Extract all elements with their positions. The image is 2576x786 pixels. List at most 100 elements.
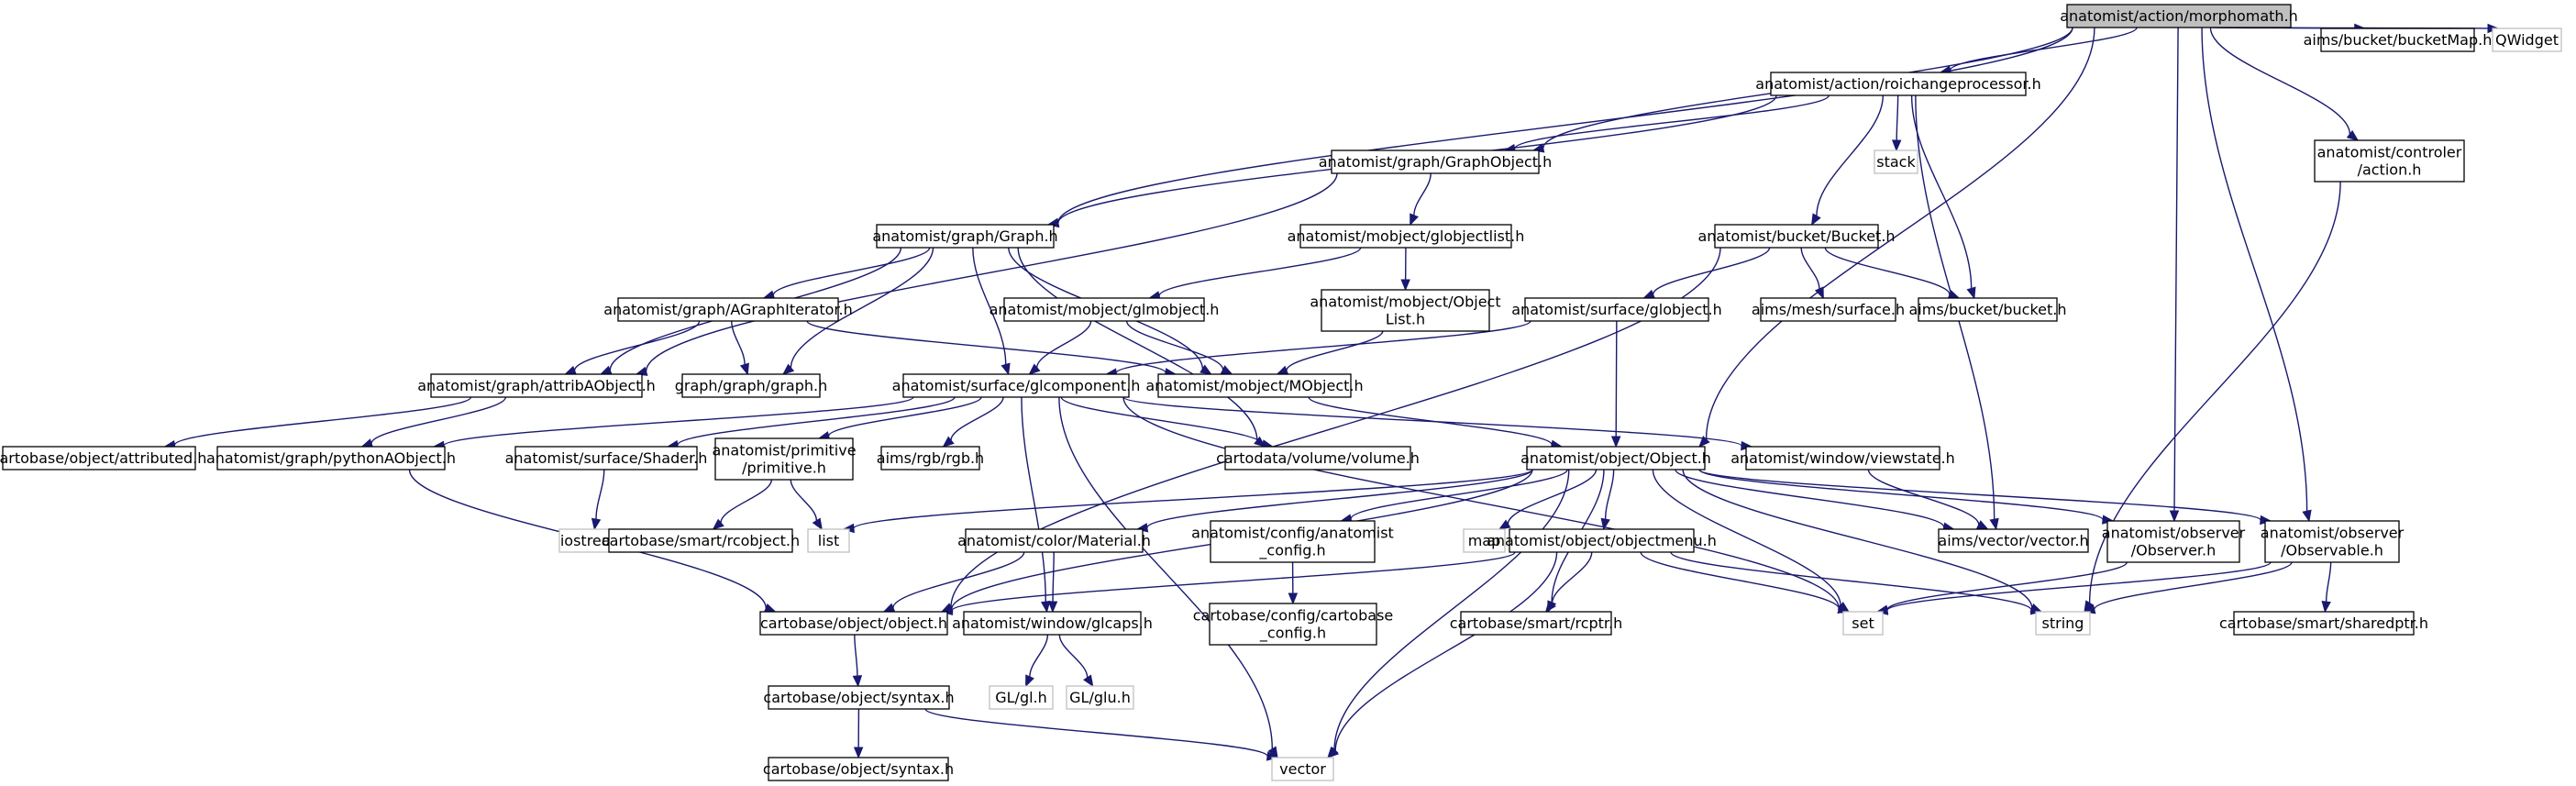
- node-glmobject[interactable]: anatomist/mobject/glmobject.h: [989, 297, 1220, 322]
- node-pythonaobject[interactable]: anatomist/graph/pythonAObject.h: [206, 446, 456, 470]
- arrowhead-icon: [782, 363, 795, 375]
- arrowhead-icon: [1276, 365, 1289, 375]
- node-box: [2106, 520, 2240, 563]
- edge-line: [1949, 27, 2138, 71]
- node-graph_h[interactable]: anatomist/graph/Graph.h: [872, 224, 1058, 249]
- edge-object_h-to-observer: [1698, 469, 2115, 525]
- node-box: [1745, 446, 1940, 470]
- node-box: [768, 685, 950, 710]
- node-mesh_surface[interactable]: aims/mesh/surface.h: [1752, 297, 1905, 322]
- node-box: [759, 611, 948, 636]
- node-box: [514, 446, 698, 470]
- node-roichange[interactable]: anatomist/action/roichangeprocessor.h: [1755, 72, 2041, 96]
- edge-glcomponent-to-vector: [1058, 396, 1278, 759]
- edge-morphomath-to-controler_action: [2209, 27, 2360, 141]
- node-observer[interactable]: anatomist/observer/Observer.h: [2102, 520, 2246, 563]
- node-label: anatomist/object/Object.h: [1520, 449, 1711, 467]
- arrowhead-icon: [853, 747, 864, 759]
- node-label: set: [1852, 614, 1874, 632]
- node-material[interactable]: anatomist/color/Material.h: [957, 528, 1151, 553]
- edge-line: [1036, 320, 1092, 368]
- edge-graph_h-to-agraphiterator: [762, 247, 931, 300]
- node-label: cartobase/smart/rcobject.h: [602, 532, 800, 549]
- node-rgb[interactable]: aims/rgb/rgb.h: [877, 446, 984, 470]
- node-label: anatomist/color/Material.h: [957, 532, 1151, 549]
- node-box: [876, 224, 1055, 249]
- node-viewstate[interactable]: anatomist/window/viewstate.h: [1730, 446, 1955, 470]
- edge-line: [1146, 469, 1533, 528]
- edge-glcomponent-to-viewstate: [1122, 396, 1753, 451]
- node-object_object[interactable]: cartobase/object/object.h: [759, 611, 948, 636]
- node-observable[interactable]: anatomist/observer/Observable.h: [2261, 520, 2405, 563]
- node-attribaobject[interactable]: anatomist/graph/attribAObject.h: [417, 373, 656, 398]
- node-layer: anatomist/action/morphomath.h anatomist/a…: [0, 4, 2562, 781]
- node-label: anatomist/mobject/glmobject.h: [989, 301, 1220, 318]
- node-box: [1157, 373, 1352, 398]
- arrowhead-icon: [1400, 279, 1410, 292]
- edge-line: [1413, 172, 1432, 216]
- node-glcaps[interactable]: anatomist/window/glcaps.h: [952, 611, 1153, 636]
- node-surf_globject[interactable]: anatomist/surface/globject.h: [1511, 297, 1722, 322]
- edge-anatomist_config-to-cartobase_config: [1288, 561, 1299, 605]
- node-rcobject[interactable]: cartobase/smart/rcobject.h: [602, 528, 800, 553]
- edge-roichange-to-graphobject: [1503, 94, 1830, 154]
- node-primitive[interactable]: anatomist/primitive/primitive.h: [712, 437, 857, 481]
- node-controler_action[interactable]: anatomist/controler/action.h: [2314, 139, 2465, 183]
- node-label: map: [1468, 532, 1501, 549]
- node-box: [1524, 297, 1709, 322]
- edge-viewstate-to-aims_vector: [1867, 469, 1989, 530]
- edge-line: [645, 172, 1338, 371]
- edge-line: [806, 320, 1166, 374]
- edge-primitive-to-list: [790, 479, 823, 531]
- node-graph_graph[interactable]: graph/graph/graph.h: [675, 373, 828, 398]
- edge-line: [1698, 469, 2261, 521]
- edge-line: [1910, 94, 1973, 289]
- node-objectmenu[interactable]: anatomist/object/objectmenu.h: [1487, 528, 1717, 553]
- node-mobject[interactable]: anatomist/mobject/MObject.h: [1145, 373, 1364, 398]
- edge-line: [1125, 320, 1224, 371]
- node-label: _config.h: [1259, 625, 1326, 643]
- edge-line: [951, 551, 1516, 612]
- node-rcptr[interactable]: cartobase/smart/rcptr.h: [1450, 611, 1623, 636]
- arrowhead-icon: [739, 362, 749, 376]
- edge-glcaps-to-gl_h: [1025, 634, 1049, 688]
- edge-material-to-glcaps: [1047, 551, 1058, 614]
- node-syntax1[interactable]: cartobase/object/syntax.h: [763, 685, 955, 710]
- node-box: [1874, 149, 1918, 174]
- node-bucketMap[interactable]: aims/bucket/bucketMap.h: [2304, 28, 2493, 52]
- arrowhead-icon: [1811, 213, 1821, 227]
- node-bucket_h[interactable]: anatomist/bucket/Bucket.h: [1697, 224, 1896, 249]
- edge-line: [1816, 94, 1885, 216]
- node-cartobase_config[interactable]: cartobase/config/cartobase_config.h: [1193, 603, 1394, 646]
- node-globjectlist[interactable]: anatomist/mobject/globjectlist.h: [1288, 224, 1525, 249]
- edge-line: [1682, 469, 2033, 608]
- node-morphomath[interactable]: anatomist/action/morphomath.h: [2060, 4, 2298, 28]
- node-label: _config.h: [1258, 542, 1325, 560]
- node-glcomponent[interactable]: anatomist/surface/glcomponent.h: [892, 373, 1141, 398]
- edge-line: [1017, 247, 1258, 441]
- edge-line: [573, 320, 701, 371]
- node-label: anatomist/observer: [2102, 525, 2246, 542]
- node-sharedptr[interactable]: cartobase/smart/sharedptr.h: [2219, 611, 2428, 636]
- edge-line: [1052, 551, 1055, 603]
- node-anatomist_config[interactable]: anatomist/config/anatomist_config.h: [1191, 520, 1394, 563]
- edge-morphomath-to-observer: [2169, 27, 2180, 523]
- node-agraphiterator[interactable]: anatomist/graph/AGraphIterator.h: [603, 297, 853, 322]
- node-qwidget: QWidget: [2492, 28, 2562, 52]
- edge-line: [972, 247, 1007, 365]
- node-aims_bucket[interactable]: aims/bucket/bucket.h: [1909, 297, 2067, 322]
- node-attributed[interactable]: cartobase/object/attributed.h: [0, 446, 206, 470]
- node-syntax2[interactable]: cartobase/object/syntax.h: [763, 757, 954, 781]
- node-volume[interactable]: cartodata/volume/volume.h: [1216, 446, 1420, 470]
- edge-primitive-to-rcobject: [712, 479, 773, 530]
- arrowhead-icon: [1989, 517, 1999, 531]
- node-label: aims/vector/vector.h: [1938, 532, 2088, 549]
- node-aims_vector[interactable]: aims/vector/vector.h: [1938, 528, 2089, 553]
- node-object_h[interactable]: anatomist/object/Object.h: [1520, 446, 1711, 470]
- node-shader[interactable]: anatomist/surface/Shader.h: [505, 446, 708, 470]
- edge-line: [2201, 27, 2308, 512]
- arrowhead-icon: [1544, 600, 1556, 614]
- node-graphobject[interactable]: anatomist/graph/GraphObject.h: [1319, 149, 1552, 174]
- node-label: anatomist/graph/AGraphIterator.h: [603, 301, 852, 318]
